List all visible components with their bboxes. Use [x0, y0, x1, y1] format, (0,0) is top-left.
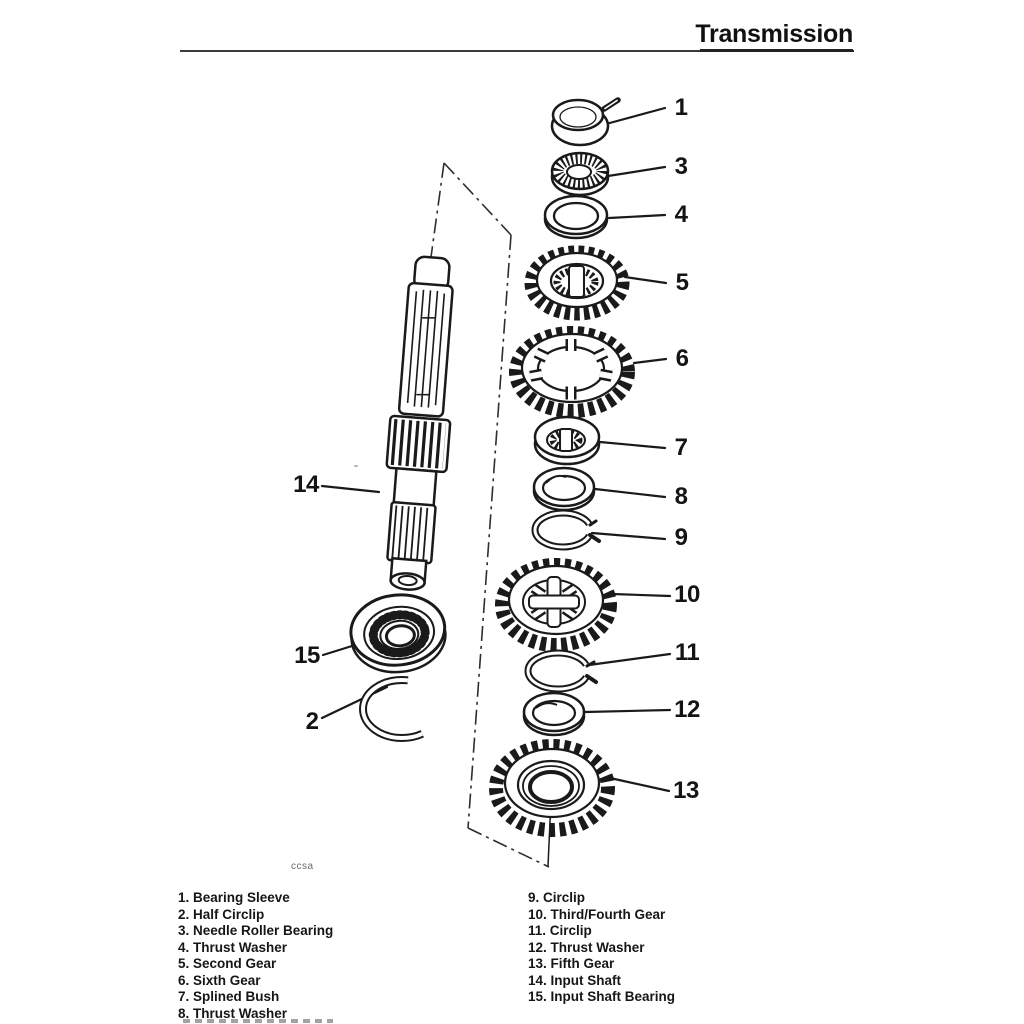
callout-3: 3: [674, 153, 688, 180]
page-title: Transmission: [695, 20, 853, 48]
fifth-gear-drawing: [489, 739, 615, 837]
legend-item: 7. Splined Bush: [178, 989, 280, 1004]
callout-11: 11: [674, 639, 700, 666]
splined-bush-drawing: [533, 415, 601, 466]
page-edge-artifact: [183, 1019, 333, 1023]
legend-item: 1. Bearing Sleeve: [178, 890, 290, 905]
leader-line: [593, 487, 667, 499]
callout-10: 10: [674, 581, 700, 608]
callout-2: 2: [305, 708, 319, 735]
callout-9: 9: [674, 524, 688, 551]
callout-6: 6: [675, 345, 689, 372]
header-rule-accent: [700, 49, 853, 52]
legend-item: 8. Thrust Washer: [178, 1005, 288, 1021]
leader-line: [610, 592, 672, 598]
legend-item: 3. Needle Roller Bearing: [178, 923, 334, 938]
needle-roller-bearing-drawing: [550, 151, 610, 197]
legend-item: 4. Thrust Washer: [178, 939, 288, 955]
legend-item: 2. Half Circlip: [178, 906, 265, 922]
callout-1: 1: [674, 94, 688, 121]
leader-line: [590, 531, 667, 541]
callout-7: 7: [674, 434, 688, 461]
leader-line: [320, 484, 381, 494]
thrust-washer-8-drawing: [532, 466, 596, 512]
leader-line: [598, 440, 667, 450]
leader-line: [321, 644, 354, 657]
callout-15: 15: [294, 642, 320, 669]
thrust-washer-4-drawing: [543, 194, 609, 240]
legend-item: 11. Circlip: [528, 923, 592, 938]
leader-line: [320, 685, 389, 720]
callout-5: 5: [675, 269, 689, 296]
leader-line: [604, 106, 667, 126]
thrust-washer-12-drawing: [522, 691, 586, 737]
leader-line: [608, 776, 671, 793]
circlip-11-drawing: [524, 649, 598, 693]
legend-item: 6. Sixth Gear: [178, 972, 261, 988]
legend-item: 12. Thrust Washer: [528, 939, 645, 955]
leader-line: [632, 357, 668, 365]
leader-line: [583, 708, 672, 714]
leader-lines: [320, 106, 672, 793]
figure-code: ccsa: [291, 861, 314, 872]
third-fourth-gear-drawing: [495, 558, 617, 652]
callout-4: 4: [674, 201, 688, 228]
header-rule: [180, 50, 854, 52]
leader-line: [606, 165, 667, 178]
legend-right-column: 9. Circlip 10. Third/Fourth Gear 11. Cir…: [528, 890, 675, 1006]
input-shaft-drawing: [385, 255, 454, 591]
callout-12: 12: [674, 696, 700, 723]
scan-speck: [354, 465, 358, 467]
leader-line: [607, 213, 667, 220]
input-shaft-bearing-drawing: [349, 593, 447, 674]
callout-14: 14: [293, 471, 319, 498]
leader-line: [623, 275, 668, 285]
leader-line: [587, 652, 672, 667]
legend-item: 14. Input Shaft: [528, 972, 622, 988]
second-gear-drawing: [524, 245, 630, 321]
legend-item: 15. Input Shaft Bearing: [528, 989, 676, 1004]
legend-item: 13. Fifth Gear: [528, 956, 615, 971]
bearing-sleeve-drawing: [550, 97, 621, 147]
legend-item: 10. Third/Fourth Gear: [528, 906, 666, 922]
legend-item: 5. Second Gear: [178, 956, 277, 971]
legend-left-column: 1. Bearing Sleeve 2. Half Circlip 3. Nee…: [178, 890, 333, 1022]
callout-8: 8: [674, 483, 688, 510]
legend-item: 9. Circlip: [528, 890, 586, 905]
callout-13: 13: [673, 777, 699, 804]
circlip-9-drawing: [531, 509, 601, 551]
half-circlip-drawing: [359, 676, 445, 742]
centerline-dashdot: [430, 162, 550, 868]
sixth-gear-drawing: [509, 326, 635, 418]
